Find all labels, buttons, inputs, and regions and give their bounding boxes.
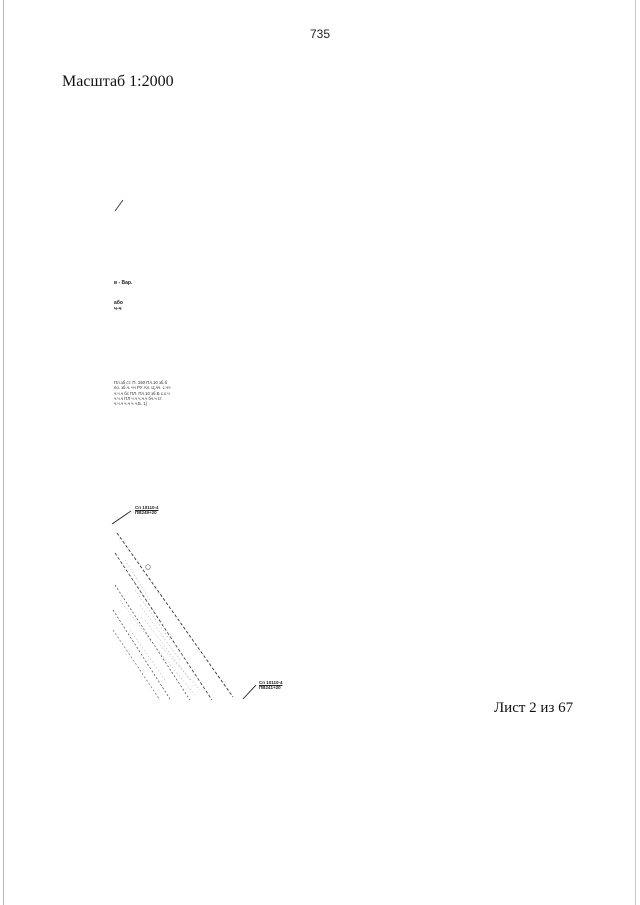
boundary-line: [112, 609, 171, 700]
note-line: ч.ч.ч бс ПЛ. Пл.10 зб.Б с.с.ч: [114, 390, 170, 396]
note-line: Пл.зб ст. П. 150 Пл.10 зб.б: [114, 380, 168, 385]
note-line: по. зб.ч. чч РУ Ал. Ц.чч. с.чч: [114, 385, 171, 391]
page-number: 735: [309, 27, 331, 41]
corridor-hatching: [119, 559, 201, 696]
scale-label: Масштаб 1:2000: [62, 73, 174, 90]
scan-edge-left: [3, 0, 4, 905]
boundary-line: [114, 584, 191, 701]
boundary-line: [114, 552, 213, 701]
sheet-label: Лист 2 из 67: [494, 700, 574, 716]
callout-line: Сп 10110-4: [259, 680, 283, 685]
callout-line: ПВ249+20: [135, 510, 157, 515]
callout-bottom: Сп 10110-4 ПВ241+20: [259, 680, 282, 690]
map-label: або: [114, 300, 123, 306]
leader-line-top: [111, 510, 132, 525]
map-marker: [145, 564, 151, 570]
boundary-line: [116, 532, 234, 698]
callout-top: Сп 10110-4 ПВ249+20: [135, 505, 158, 515]
map-label: в - Вар.: [114, 280, 133, 286]
map-note: Пл.зб ст. П. 150 Пл.10 зб.б по. зб.ч. чч…: [114, 380, 196, 406]
map-label: ч-ч: [114, 306, 122, 312]
map-stroke: [114, 199, 124, 212]
callout-line: Сп 10110-4: [135, 505, 159, 510]
scan-edge-right: [635, 0, 636, 905]
leader-line-bottom: [242, 684, 257, 700]
note-line: ч.ч.ч ч.ч ч.ч.Б. 1): [114, 401, 148, 407]
boundary-line: [112, 629, 161, 701]
note-line: ч.ч.ч ПЛ ч.ч ч.ч.ч бч.ч ст: [114, 395, 162, 401]
callout-line: ПВ241+20: [259, 685, 281, 690]
